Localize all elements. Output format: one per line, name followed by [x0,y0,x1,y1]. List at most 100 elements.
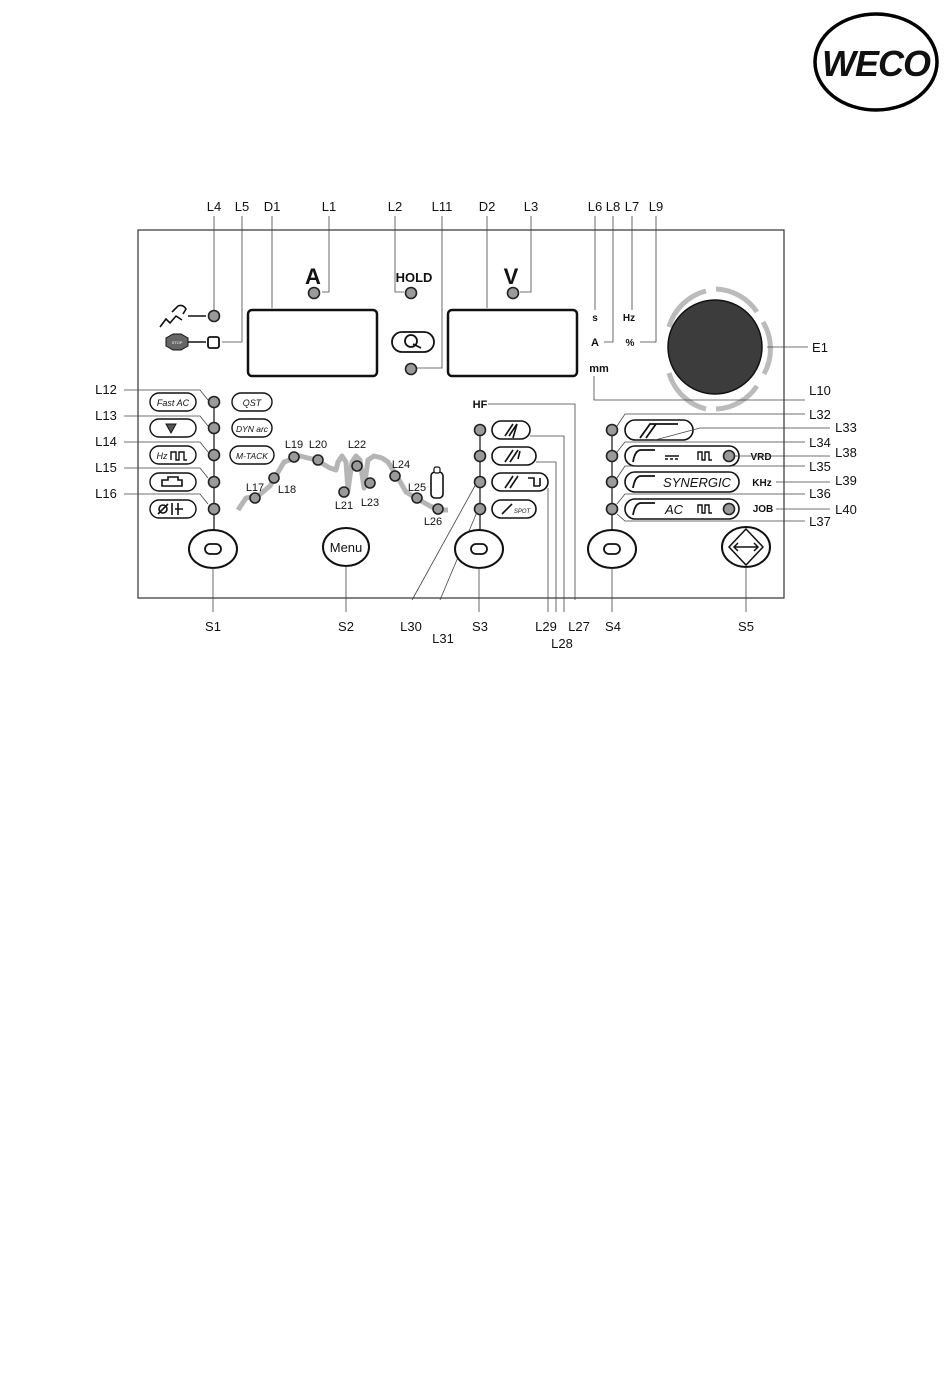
label-l23: L23 [361,497,379,509]
label-l15: L15 [95,460,117,475]
led-l11 [406,364,417,375]
label-l37: L37 [809,514,831,529]
label-l25: L25 [408,482,426,494]
label-l34: L34 [809,435,831,450]
label-l7: L7 [625,199,639,214]
led-l20 [313,455,323,465]
label-l5: L5 [235,199,249,214]
led-l5 [208,337,219,348]
led-l29 [475,477,486,488]
label-l14: L14 [95,434,117,449]
bottom-labels: S1 S2 L30 L31 S3 L29 L27 L28 S4 S5 [205,619,754,651]
label-l19: L19 [285,439,303,451]
label-l13: L13 [95,408,117,423]
led-l30 [475,504,486,515]
led-l16 [209,504,220,515]
label-l22: L22 [348,439,366,451]
led-l26 [433,504,443,514]
job-label: JOB [753,504,774,515]
label-l24: L24 [392,459,410,471]
volts-symbol: V [504,264,519,289]
led-l34 [607,451,618,462]
led-l13 [209,423,220,434]
tag-hz-text: Hz [157,451,168,461]
label-s4: S4 [605,619,621,634]
led-l1 [309,288,320,299]
s1-select-icon [205,544,221,554]
s3-select-icon [471,544,487,554]
label-l26: L26 [424,516,442,528]
led-l40 [724,504,735,515]
led-l23 [365,478,375,488]
gas-bottle-icon [431,472,443,498]
unit-s: s [592,313,598,324]
led-l22 [352,461,362,471]
label-l32: L32 [809,407,831,422]
label-d1: D1 [264,199,281,214]
vrd-label: VRD [750,452,771,463]
led-l27 [475,425,486,436]
encoder-knob[interactable] [668,300,762,394]
top-labels: L4 L5 D1 L1 L2 L11 D2 L3 L6 L8 L7 L9 [207,199,663,214]
label-l40: L40 [835,502,857,517]
mode-mig-manual [625,420,693,440]
mode-mig-dc-pulse [625,446,739,466]
led-l19 [289,452,299,462]
label-s1: S1 [205,619,221,634]
led-l36 [607,504,618,515]
led-l15 [209,477,220,488]
led-l4 [209,311,220,322]
display-d1 [248,310,377,376]
label-d2: D2 [479,199,496,214]
label-l8: L8 [606,199,620,214]
led-l3 [508,288,519,299]
led-l17 [250,493,260,503]
label-l12: L12 [95,382,117,397]
gas-valve-icon [434,467,440,473]
label-l17: L17 [246,482,264,494]
led-l25 [412,493,422,503]
hf-label: HF [473,399,488,411]
ac-text: AC [664,502,684,517]
logo-text: WECO [822,43,931,84]
spot-text: SPOT [514,509,532,515]
led-l28 [475,451,486,462]
label-l39: L39 [835,473,857,488]
unit-percent: % [626,338,635,349]
label-l28: L28 [551,636,573,651]
tag-fast-ac-text: Fast AC [157,398,190,408]
led-l24 [390,471,400,481]
label-l29: L29 [535,619,557,634]
led-l32 [607,425,618,436]
led-l35 [607,477,618,488]
tag-tig-2t [150,473,196,491]
label-l18: L18 [278,484,296,496]
label-l16: L16 [95,486,117,501]
weco-logo: WECO [815,14,937,110]
label-l11: L11 [432,199,453,214]
tag-tig-4t [150,500,196,518]
led-l18 [269,473,279,483]
tag-qst-text: QST [243,398,263,408]
mode-hf-tig [492,421,530,439]
synergic-text: SYNERGIC [663,475,732,490]
amps-symbol: A [305,264,321,289]
led-l2 [406,288,417,299]
label-s2: S2 [338,619,354,634]
menu-button-text: Menu [330,540,363,555]
label-s5: S5 [738,619,754,634]
unit-amp: A [591,337,599,349]
label-l20: L20 [309,439,327,451]
label-l9: L9 [649,199,663,214]
label-l38: L38 [835,445,857,460]
hold-label: HOLD [396,270,433,285]
label-l33: L33 [835,420,857,435]
label-l21: L21 [335,500,353,512]
stop-icon-text: STOP [172,340,183,345]
label-l10: L10 [809,383,831,398]
label-l2: L2 [388,199,402,214]
label-l4: L4 [207,199,221,214]
tag-m-tack-text: M-TACK [236,451,268,461]
khz-label: KHz [752,478,771,489]
